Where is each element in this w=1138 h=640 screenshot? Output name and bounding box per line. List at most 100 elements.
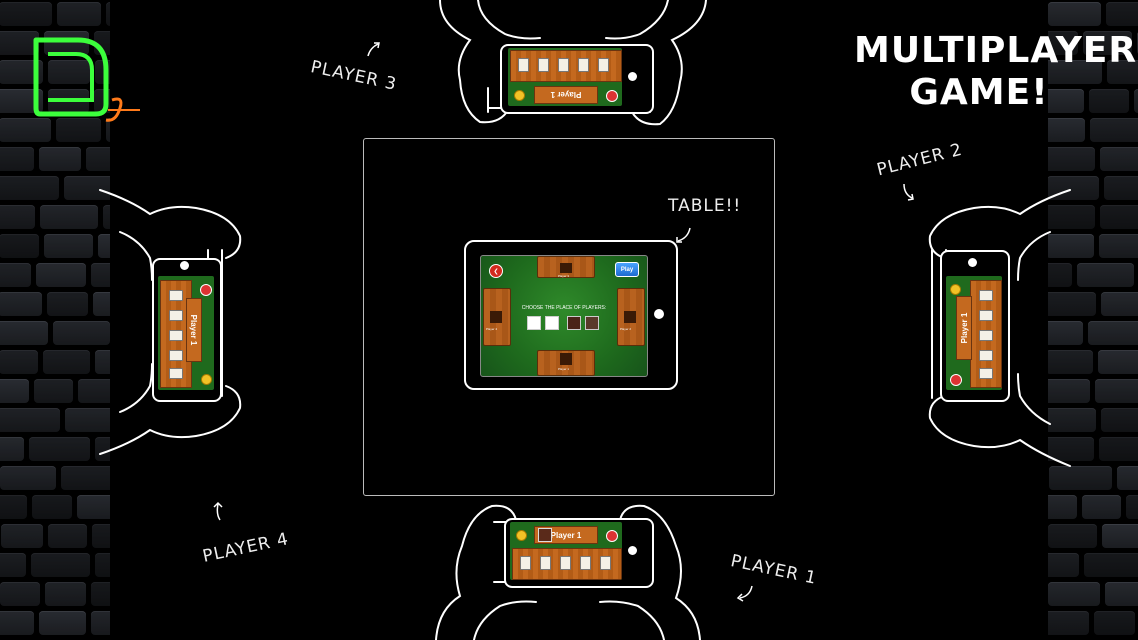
wall-brick: [1106, 2, 1138, 26]
wall-brick: [32, 495, 73, 519]
wall-brick: [0, 118, 51, 142]
wall-brick: [102, 205, 110, 229]
wall-brick: [31, 553, 90, 577]
play-button[interactable]: Play: [615, 262, 639, 277]
seat-top-label: Player 3: [558, 274, 570, 278]
phone-1-coin-icon: [516, 530, 527, 541]
wall-brick: [0, 31, 39, 55]
wall-brick: [1048, 437, 1095, 461]
phone-2-name-bar: Player 1: [956, 296, 972, 360]
wall-brick: [46, 292, 89, 316]
wall-brick: [1048, 89, 1084, 113]
seat-right-label: Player 2: [620, 327, 632, 331]
wall-brick: [1082, 31, 1132, 55]
wall-brick: [1077, 263, 1135, 287]
left-brick-wall: [0, 0, 110, 640]
headline-line-1: MULTIPLAYER: [854, 30, 1138, 71]
right-brick-wall: [1048, 0, 1138, 640]
empty-slot-1[interactable]: [527, 316, 541, 330]
phone-2-home-button: [968, 258, 977, 267]
wall-brick: [0, 2, 52, 26]
phone-3-home-button: [628, 72, 637, 81]
phone-3-name-bar: Player 1: [534, 86, 598, 104]
wall-brick: [0, 408, 61, 432]
wall-brick: [47, 524, 88, 548]
wall-brick: [1048, 60, 1102, 84]
wall-brick: [1099, 234, 1138, 258]
wall-brick: [1049, 466, 1112, 490]
phone-2-screen: Player 1: [946, 276, 1002, 390]
wall-brick: [1105, 582, 1138, 606]
wall-brick: [0, 495, 28, 519]
seat-right[interactable]: Player 2: [617, 288, 645, 346]
wall-brick: [0, 234, 40, 258]
wall-brick: [0, 466, 57, 490]
wall-brick: [1048, 205, 1096, 229]
wall-brick: [1126, 495, 1138, 519]
wall-brick: [92, 524, 110, 548]
wall-brick: [95, 350, 110, 374]
table-label: TABLE!!: [668, 196, 742, 216]
seat-left[interactable]: Player 4: [483, 288, 511, 346]
player-portrait-slot-1[interactable]: [567, 316, 581, 330]
wall-brick: [1048, 292, 1097, 316]
seat-bottom[interactable]: Player 1: [537, 350, 595, 376]
phone-1-avatar: [538, 528, 552, 542]
phone-1-home-button: [628, 546, 637, 555]
wall-brick: [0, 205, 36, 229]
wall-brick: [1099, 437, 1138, 461]
wall-brick: [48, 60, 91, 84]
wall-brick: [1133, 89, 1138, 113]
wall-brick: [105, 2, 110, 26]
wall-brick: [1098, 350, 1138, 374]
wall-brick: [93, 292, 110, 316]
wall-brick: [1048, 379, 1091, 403]
seat-top[interactable]: Player 3: [537, 256, 595, 278]
chooser-instruction: CHOOSE THE PLACE OF PLAYERS:: [521, 305, 607, 311]
empty-slot-2[interactable]: [545, 316, 559, 330]
wall-brick: [0, 292, 42, 316]
seat-bottom-label: Player 1: [558, 367, 570, 371]
wall-brick: [1100, 205, 1138, 229]
player-portrait-slot-2[interactable]: [585, 316, 599, 330]
wall-brick: [1089, 118, 1138, 142]
wall-brick: [0, 582, 40, 606]
phone-4-name-bar: Player 1: [186, 298, 202, 362]
wall-brick: [90, 263, 110, 287]
phone-3-screen: Player 1: [508, 48, 622, 106]
player-4-arrow-icon: [213, 501, 223, 521]
phone-4-coin-icon: [201, 374, 212, 385]
wall-brick: [1082, 495, 1122, 519]
wall-brick: [1136, 31, 1138, 55]
wall-brick: [29, 437, 91, 461]
wall-brick: [0, 611, 35, 635]
wall-brick: [1100, 408, 1138, 432]
wall-brick: [1101, 292, 1138, 316]
phone-2-coin-icon: [950, 284, 961, 295]
wall-brick: [1084, 553, 1138, 577]
back-icon[interactable]: ❮: [489, 264, 503, 278]
phone-4-home-button: [180, 261, 189, 270]
phone-1-screen: Player 1: [510, 522, 622, 580]
wall-brick: [1048, 31, 1078, 55]
wall-brick: [0, 350, 38, 374]
wall-brick: [0, 379, 30, 403]
wall-brick: [0, 176, 59, 200]
wall-brick: [1048, 176, 1099, 200]
wall-brick: [0, 321, 48, 345]
wall-brick: [77, 495, 110, 519]
wall-brick: [95, 437, 110, 461]
wall-brick: [39, 611, 87, 635]
player-1-arrow-icon: [736, 585, 753, 602]
wall-brick: [1101, 524, 1138, 548]
wall-brick: [44, 234, 93, 258]
wall-brick: [1048, 118, 1085, 142]
wall-brick: [0, 553, 27, 577]
wall-brick: [0, 263, 32, 287]
wall-brick: [77, 379, 110, 403]
phone-4-badge-icon: [200, 284, 212, 296]
wall-brick: [85, 147, 110, 171]
phone-2-badge-icon: [950, 374, 962, 386]
wall-brick: [1, 524, 43, 548]
